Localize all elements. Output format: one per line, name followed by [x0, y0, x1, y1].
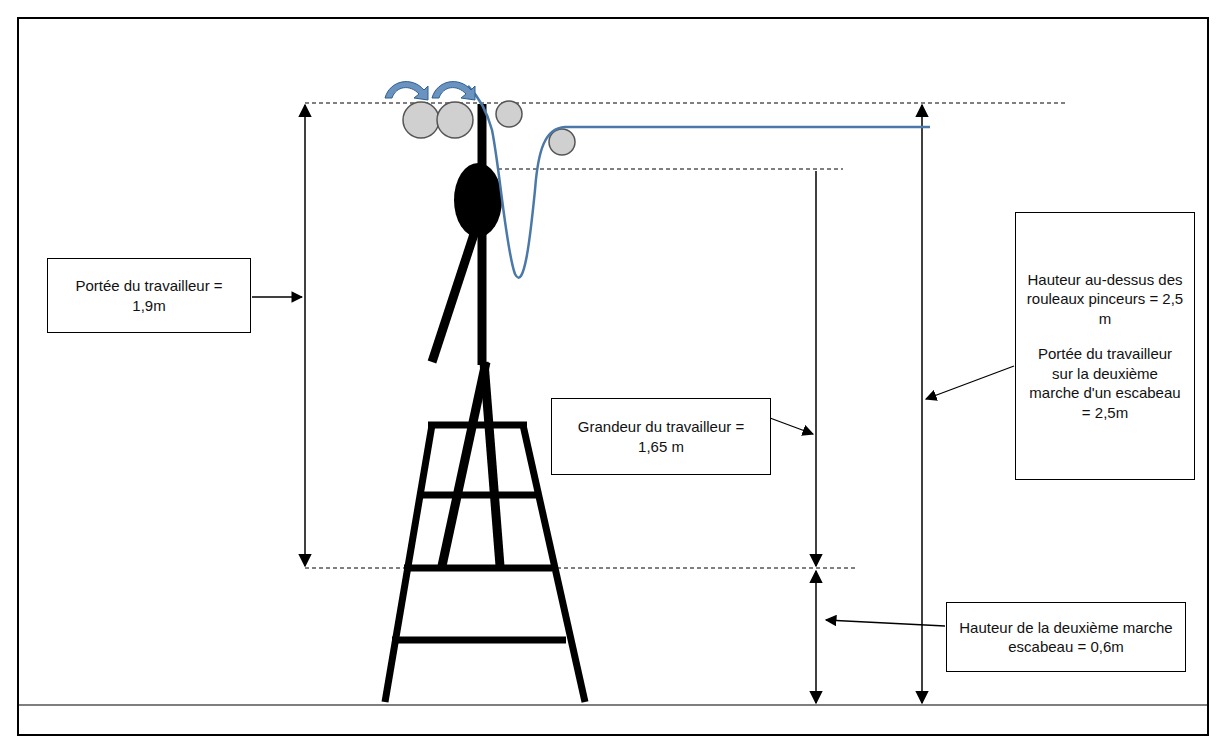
label-box: Portée du travailleur = 1,9m: [47, 258, 251, 333]
reference-lines: [305, 103, 1068, 568]
frame: [18, 18, 1208, 735]
ground-line: [18, 704, 1208, 705]
nip-rollers: [403, 101, 575, 155]
label-box: Grandeur du travailleur = 1,65 m: [551, 398, 771, 475]
dimension-lines: [305, 105, 922, 703]
box-text: Grandeur du travailleur = 1,65 m: [562, 417, 760, 456]
box-text: Hauteur de la deuxième marche escabeau =…: [957, 618, 1175, 657]
box-text: Hauteur au-dessus des rouleaux pinceurs …: [1026, 270, 1184, 329]
rotation-arrows: [385, 82, 475, 100]
label-box: Hauteur de la deuxième marche escabeau =…: [946, 602, 1186, 672]
material-strip: [468, 86, 930, 278]
leader-arrows: [252, 297, 1014, 626]
box-text: Portée du travailleur sur la deuxième ma…: [1026, 344, 1184, 422]
label-box: Hauteur au-dessus des rouleaux pinceurs …: [1015, 212, 1195, 480]
box-text: Portée du travailleur = 1,9m: [58, 276, 240, 315]
worker-head: [454, 163, 502, 237]
